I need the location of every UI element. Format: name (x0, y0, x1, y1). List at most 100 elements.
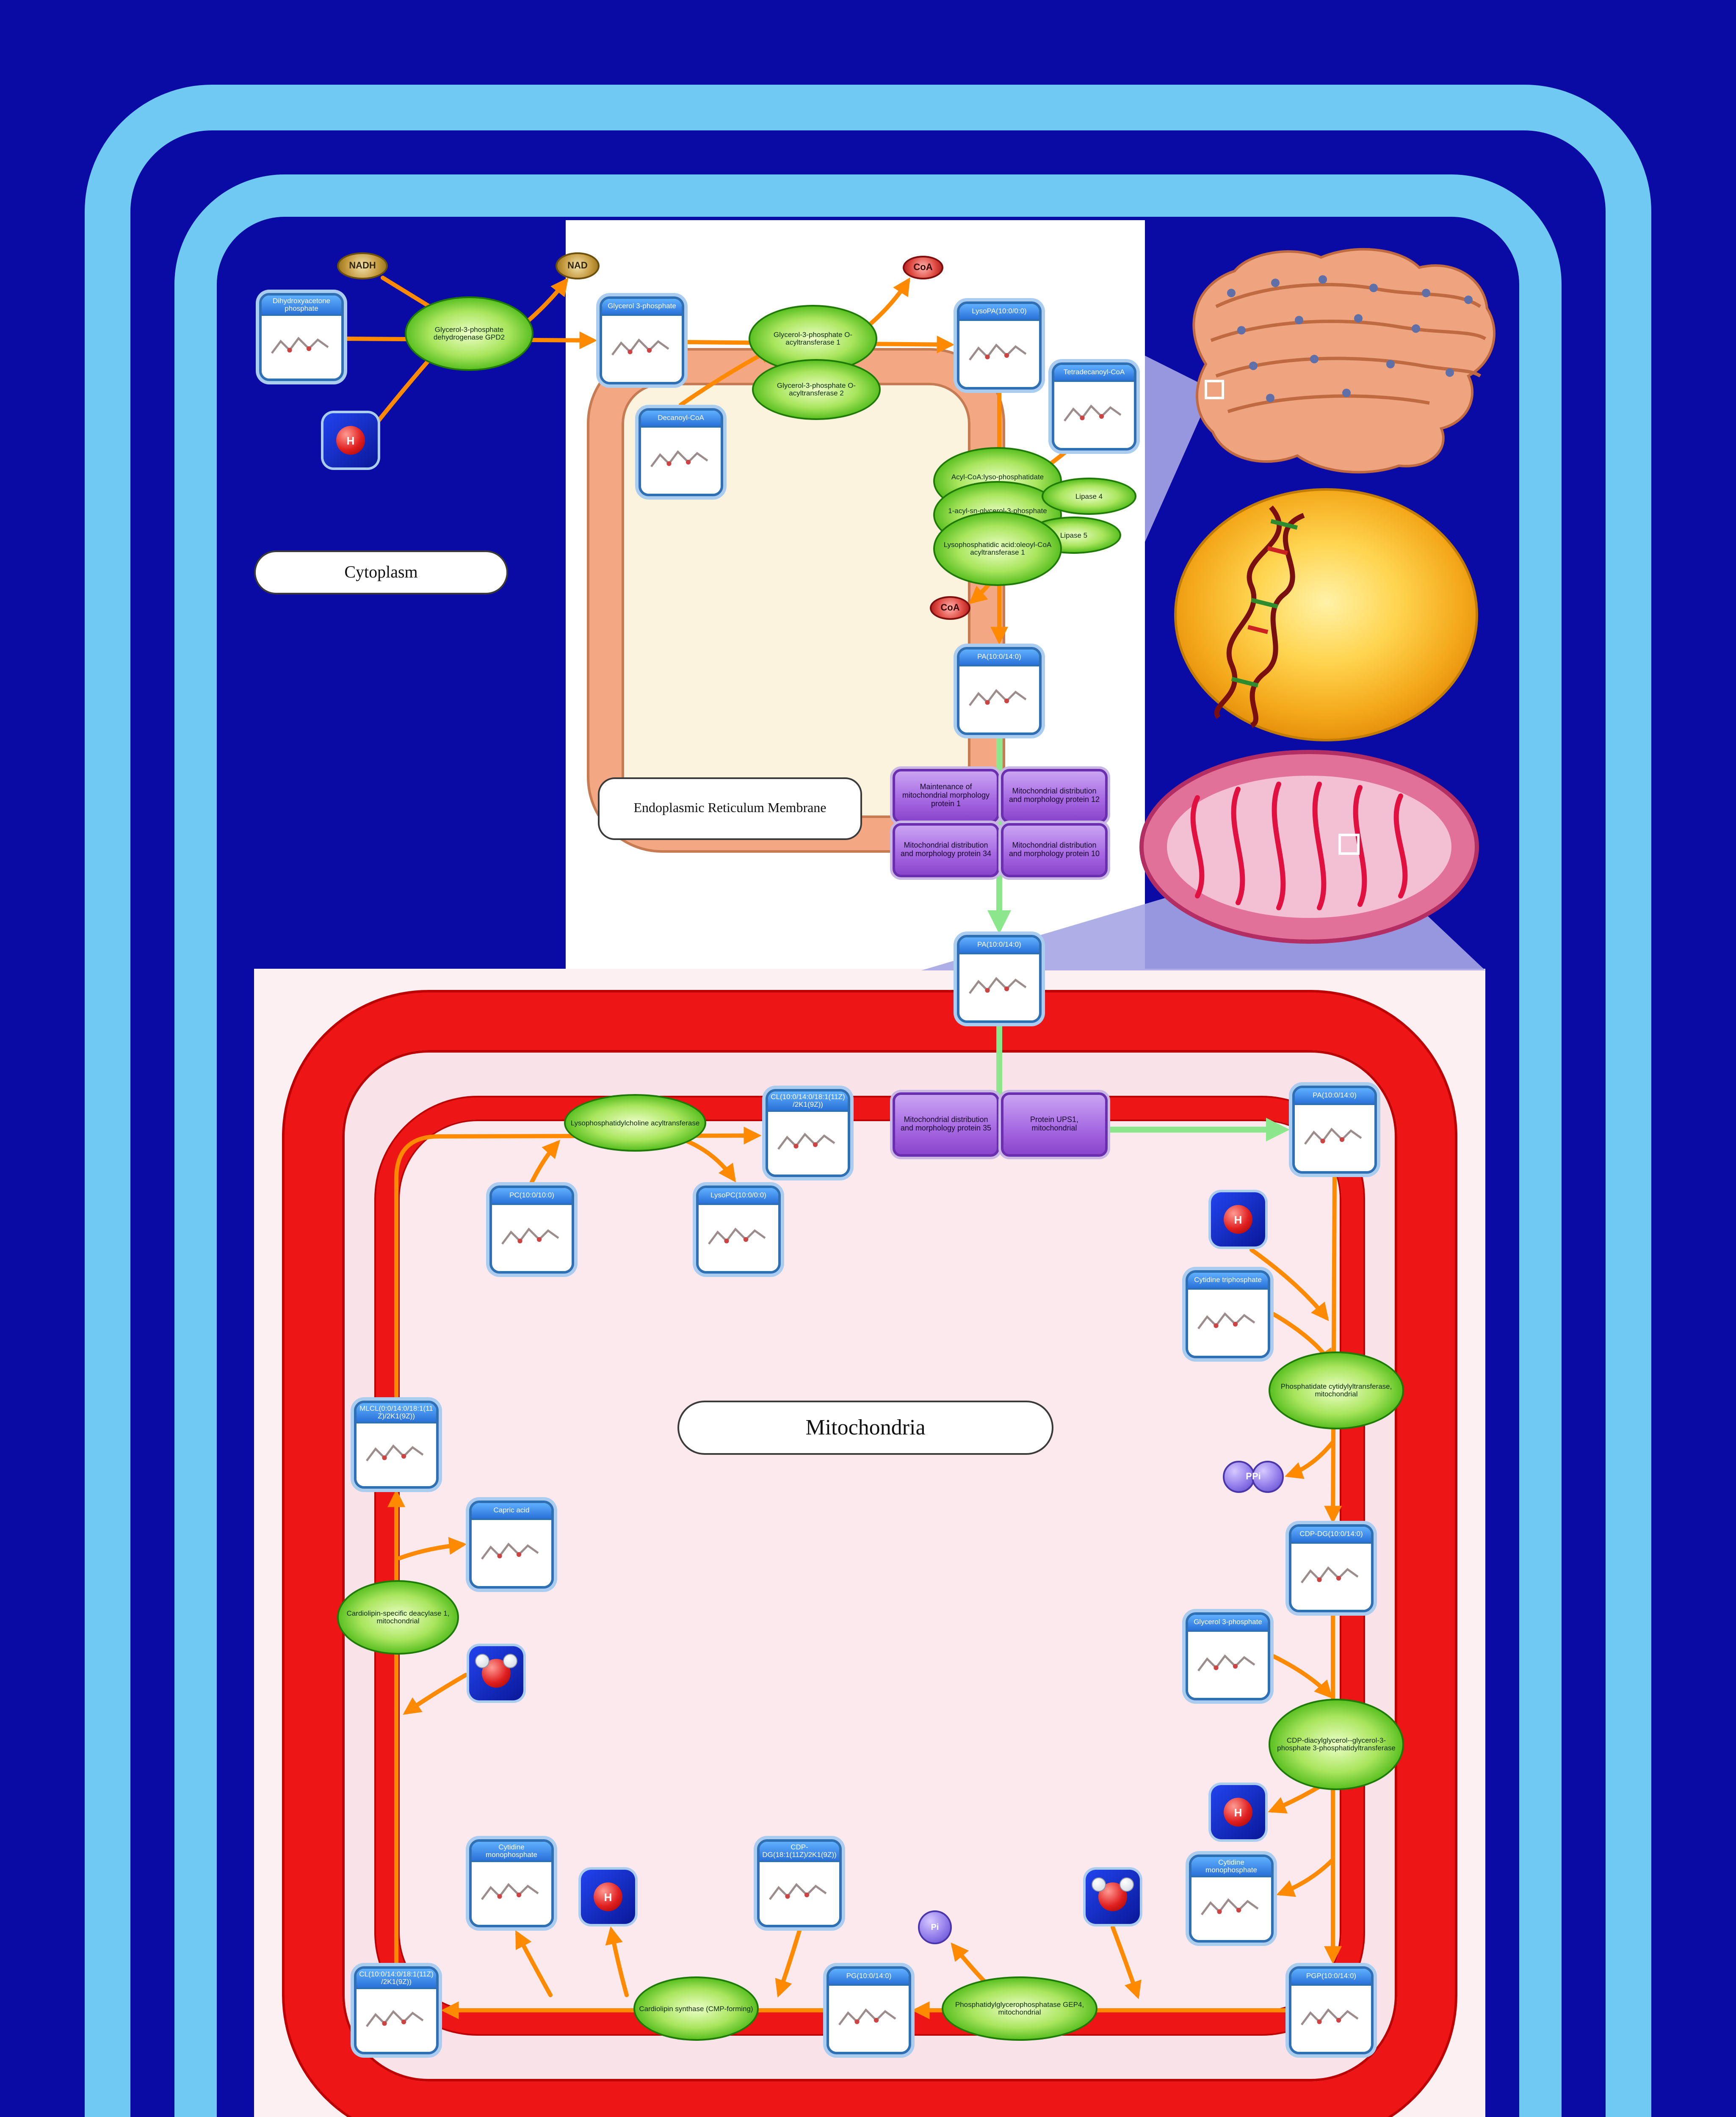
enzyme-label: Cardiolipin synthase (CMP-forming) (639, 2004, 753, 2013)
metabolite-pg[interactable]: PG(10:0/14:0) (827, 1966, 911, 2054)
enzyme-gpat2[interactable]: Glycerol-3-phosphate O-acyltransferase 2 (752, 359, 881, 420)
metabolite-cdp-dg-2[interactable]: CDP-DG(18:1(11Z)/2K1(9Z)) (757, 1839, 842, 1927)
metabolite-g3p-mito[interactable]: Glycerol 3-phosphate (1186, 1612, 1270, 1700)
enzyme-tamm41[interactable]: Phosphatidate cytidylyltransferase, mito… (1269, 1351, 1404, 1429)
structure-thumbnail (760, 1862, 839, 1925)
metabolite-label: Cytidine triphosphate (1188, 1273, 1268, 1290)
metabolite-cmp-left[interactable]: Cytidine monophosphate (469, 1839, 554, 1927)
cofactor-nadh[interactable]: NADH (337, 252, 388, 279)
protein-label: Mitochondrial distribution and morpholog… (900, 841, 992, 858)
metabolite-pa-er[interactable]: PA(10:0/14:0) (957, 647, 1042, 735)
metabolite-cl[interactable]: CL(10:0/14:0/18:1(11Z)/2K1(9Z)) (354, 1966, 439, 2054)
metabolite-decanoyl-coa[interactable]: Decanoyl-CoA (639, 408, 723, 496)
metabolite-label: CL(10:0/14:0/18:1(11Z)/2K1(9Z)) (357, 1969, 436, 1990)
hydrogen-sphere (475, 1654, 489, 1668)
protein-mdm34[interactable]: Mitochondrial distribution and morpholog… (893, 823, 999, 877)
protein-mdm35[interactable]: Mitochondrial distribution and morpholog… (893, 1092, 999, 1157)
metabolite-label: Glycerol 3-phosphate (602, 299, 682, 316)
cofactor-label: CoA (913, 263, 933, 273)
metabolite-pa-ims[interactable]: PA(10:0/14:0) (957, 935, 1042, 1023)
enzyme-label: Glycerol-3-phosphate dehydrogenase GPD2 (433, 325, 505, 341)
enzyme-lipase4[interactable]: Lipase 4 (1042, 478, 1136, 515)
cofactor-coa-1[interactable]: CoA (903, 256, 943, 279)
enzyme-lpcat[interactable]: Lysophosphatidylcholine acyltransferase (564, 1094, 706, 1152)
metabolite-lysopa[interactable]: LysoPA(10:0/0:0) (957, 301, 1042, 390)
metabolite-pc[interactable]: PC(10:0/10:0) (489, 1186, 574, 1274)
metabolite-lysopc[interactable]: LysoPC(10:0/0:0) (696, 1186, 781, 1274)
hydrogen-sphere: H (1224, 1798, 1252, 1827)
hydrogen-ion-h-4[interactable]: H (581, 1870, 635, 1924)
enzyme-label: Glycerol-3-phosphate O-acyltransferase 2 (777, 381, 856, 397)
enzyme-label: Lysophosphatidic acid:oleoyl-CoA acyltra… (943, 540, 1052, 556)
metabolite-label: LysoPC(10:0/0:0) (699, 1188, 778, 1205)
metabolite-dhap[interactable]: Dihydroxyacetone phosphate (259, 293, 344, 381)
enzyme-crls1[interactable]: Cardiolipin synthase (CMP-forming) (633, 1976, 759, 2041)
metabolite-cmp-right[interactable]: Cytidine monophosphate (1189, 1854, 1274, 1943)
structure-thumbnail (472, 1520, 551, 1586)
metabolite-label: Cytidine monophosphate (472, 1842, 551, 1863)
metabolite-label: PA(10:0/14:0) (959, 649, 1039, 666)
protein-mdm10[interactable]: Mitochondrial distribution and morpholog… (1001, 823, 1108, 877)
hydrogen-sphere: H (594, 1882, 622, 1911)
er-membrane-label: Endoplasmic Reticulum Membrane (598, 777, 862, 840)
metabolite-mlcl[interactable]: MLCL(0:0/14:0/18:1(11Z)/2K1(9Z)) (354, 1401, 439, 1489)
cofactor-nad[interactable]: NAD (556, 252, 600, 279)
metabolite-capric-acid[interactable]: Capric acid (469, 1501, 554, 1589)
ppi-label: PPi (1246, 1472, 1261, 1482)
metabolite-label: PGP(10:0/14:0) (1291, 1969, 1371, 1986)
pi-label: Pi (931, 1923, 939, 1932)
structure-thumbnail (1054, 382, 1134, 448)
pyrophosphate-ppi[interactable]: PPi (1223, 1458, 1284, 1495)
protein-mdm12[interactable]: Mitochondrial distribution and morpholog… (1001, 769, 1108, 823)
mitochondria-label: Mitochondria (677, 1401, 1053, 1455)
metabolite-label: Dihydroxyacetone phosphate (262, 296, 341, 316)
metabolite-label: Capric acid (472, 1503, 551, 1520)
metabolite-label: MLCL(0:0/14:0/18:1(11Z)/2K1(9Z)) (357, 1403, 436, 1424)
metabolite-label: Glycerol 3-phosphate (1188, 1615, 1268, 1632)
enzyme-label: Cardiolipin-specific deacylase 1, mitoch… (346, 1609, 450, 1625)
enzyme-gpd2[interactable]: Glycerol-3-phosphate dehydrogenase GPD2 (405, 296, 534, 371)
structure-thumbnail (959, 321, 1039, 387)
hydrogen-ion-h-2[interactable]: H (1211, 1192, 1265, 1246)
enzyme-label: CDP-diacylglycerol--glycerol-3-phosphate… (1277, 1736, 1396, 1752)
water-molecule-h2o-2[interactable] (1086, 1870, 1140, 1924)
metabolite-cdp-dg[interactable]: CDP-DG(10:0/14:0) (1289, 1524, 1374, 1612)
metabolite-pa-matrix[interactable]: PA(10:0/14:0) (1292, 1086, 1377, 1174)
phosphate-pi[interactable]: Pi (918, 1910, 952, 1944)
hydrogen-label: H (346, 434, 355, 447)
hydrogen-ion-h-3[interactable]: H (1211, 1785, 1265, 1839)
cell-membrane-outer (85, 85, 1651, 2117)
structure-thumbnail (641, 428, 721, 494)
ppi-sphere (1252, 1461, 1284, 1493)
ppi-sphere (1223, 1461, 1255, 1493)
metabolite-tetradecanoyl-coa[interactable]: Tetradecanoyl-CoA (1052, 362, 1136, 450)
enzyme-pgs1[interactable]: CDP-diacylglycerol--glycerol-3-phosphate… (1269, 1699, 1404, 1790)
structure-thumbnail (1291, 1986, 1371, 2052)
structure-thumbnail (959, 954, 1039, 1020)
protein-ups1[interactable]: Protein UPS1, mitochondrial (1001, 1092, 1108, 1157)
cofactor-label: NAD (567, 261, 588, 271)
metabolite-pgp[interactable]: PGP(10:0/14:0) (1289, 1966, 1374, 2054)
structure-thumbnail (262, 316, 341, 379)
enzyme-label: Glycerol-3-phosphate O-acyltransferase 1 (773, 330, 853, 346)
enzyme-label: Phosphatidylglycerophosphatase GEP4, mit… (955, 2000, 1084, 2016)
water-molecule-h2o-1[interactable] (469, 1646, 523, 1700)
protein-label: Maintenance of mitochondrial morphology … (902, 782, 990, 808)
enzyme-cld1[interactable]: Cardiolipin-specific deacylase 1, mitoch… (337, 1580, 459, 1655)
structure-thumbnail (829, 1986, 909, 2052)
hydrogen-sphere (503, 1654, 517, 1668)
metabolite-cl-remodeled[interactable]: CL(10:0/14:0/18:1(11Z)/2K1(9Z)) (766, 1089, 850, 1177)
protein-mmm1[interactable]: Maintenance of mitochondrial morphology … (893, 769, 999, 823)
structure-thumbnail (1291, 1544, 1371, 1610)
metabolite-label: PG(10:0/14:0) (829, 1969, 909, 1986)
enzyme-gep4[interactable]: Phosphatidylglycerophosphatase GEP4, mit… (942, 1976, 1097, 2041)
enzyme-label: Lysophosphatidylcholine acyltransferase (570, 1118, 700, 1127)
metabolite-ctp[interactable]: Cytidine triphosphate (1186, 1270, 1270, 1358)
hydrogen-sphere: H (1224, 1205, 1252, 1234)
enzyme-lpaat1[interactable]: Lysophosphatidic acid:oleoyl-CoA acyltra… (933, 511, 1062, 586)
metabolite-g3p-cytosol[interactable]: Glycerol 3-phosphate (600, 296, 684, 384)
hydrogen-ion-h-1[interactable]: H (323, 413, 378, 467)
hydrogen-sphere: H (336, 426, 365, 455)
cofactor-coa-2[interactable]: CoA (930, 596, 970, 620)
